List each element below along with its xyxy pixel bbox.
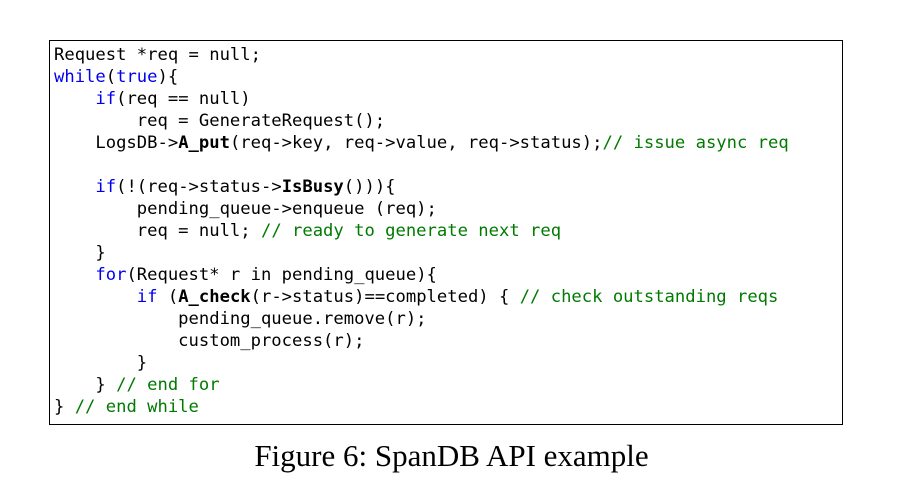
code-token: pending_queue.remove(r);	[54, 309, 427, 329]
code-token: (	[105, 67, 117, 87]
code-line: for(Request* r in pending_queue){	[54, 264, 437, 286]
code-token: ){	[157, 67, 179, 87]
code-line: } // end for	[54, 374, 220, 396]
code-line: pending_queue.remove(r);	[54, 308, 427, 330]
code-line: while(true){	[54, 66, 178, 88]
code-line: }	[54, 242, 106, 264]
code-comment: // ready to generate next req	[260, 221, 562, 241]
code-line: if (A_check(r->status)==completed) { // …	[54, 286, 779, 308]
figure-caption: Figure 6: SpanDB API example	[254, 438, 649, 473]
code-token: req = null;	[54, 221, 261, 241]
code-token: }	[54, 353, 148, 373]
code-token: (	[157, 287, 179, 307]
code-line: }	[54, 352, 147, 374]
code-token	[54, 287, 137, 307]
code-line: Request *req = null;	[54, 44, 261, 66]
code-line: custom_process(r);	[54, 330, 364, 352]
code-token: req = GenerateRequest();	[54, 111, 386, 131]
code-token: (req->key, req->value, req->status);	[229, 133, 603, 153]
code-keyword: if	[95, 89, 117, 109]
code-token: (!(req->status->	[116, 177, 282, 197]
code-token: (r->status)==completed) {	[250, 287, 520, 307]
code-token: Request *req = null;	[54, 45, 261, 65]
code-token: custom_process(r);	[54, 331, 365, 351]
code-comment: // issue async req	[602, 133, 789, 153]
code-comment: // end for	[116, 375, 220, 395]
code-listing-box: Request *req = null;while(true){ if(req …	[49, 40, 843, 425]
code-line: if(req == null)	[54, 88, 251, 110]
code-line: pending_queue->enqueue (req);	[54, 198, 437, 220]
code-token: ())){	[343, 177, 396, 197]
code-token	[54, 177, 95, 197]
code-token	[54, 265, 95, 285]
code-function-name: A_put	[178, 133, 230, 153]
code-token: }	[54, 397, 75, 417]
code-token: pending_queue->enqueue (req);	[54, 199, 437, 219]
code-comment: // end while	[74, 397, 199, 417]
code-keyword: true	[116, 67, 158, 87]
code-line: } // end while	[54, 396, 199, 418]
code-token: LogsDB->	[54, 133, 179, 153]
code-keyword: if	[136, 287, 158, 307]
code-token: (Request* r in pending_queue){	[126, 265, 437, 285]
code-function-name: IsBusy	[281, 177, 344, 197]
code-line: req = null; // ready to generate next re…	[54, 220, 561, 242]
code-token	[54, 89, 95, 109]
code-token: (req == null)	[116, 89, 251, 109]
code-token: }	[54, 375, 117, 395]
code-keyword: for	[95, 265, 127, 285]
code-token: }	[54, 243, 106, 263]
code-line: if(!(req->status->IsBusy())){	[54, 176, 396, 198]
code-keyword: if	[95, 177, 117, 197]
code-line: LogsDB->A_put(req->key, req->value, req-…	[54, 132, 789, 154]
code-keyword: while	[54, 67, 106, 87]
code-line: req = GenerateRequest();	[54, 110, 385, 132]
code-function-name: A_check	[178, 287, 251, 307]
code-comment: // check outstanding reqs	[519, 287, 779, 307]
